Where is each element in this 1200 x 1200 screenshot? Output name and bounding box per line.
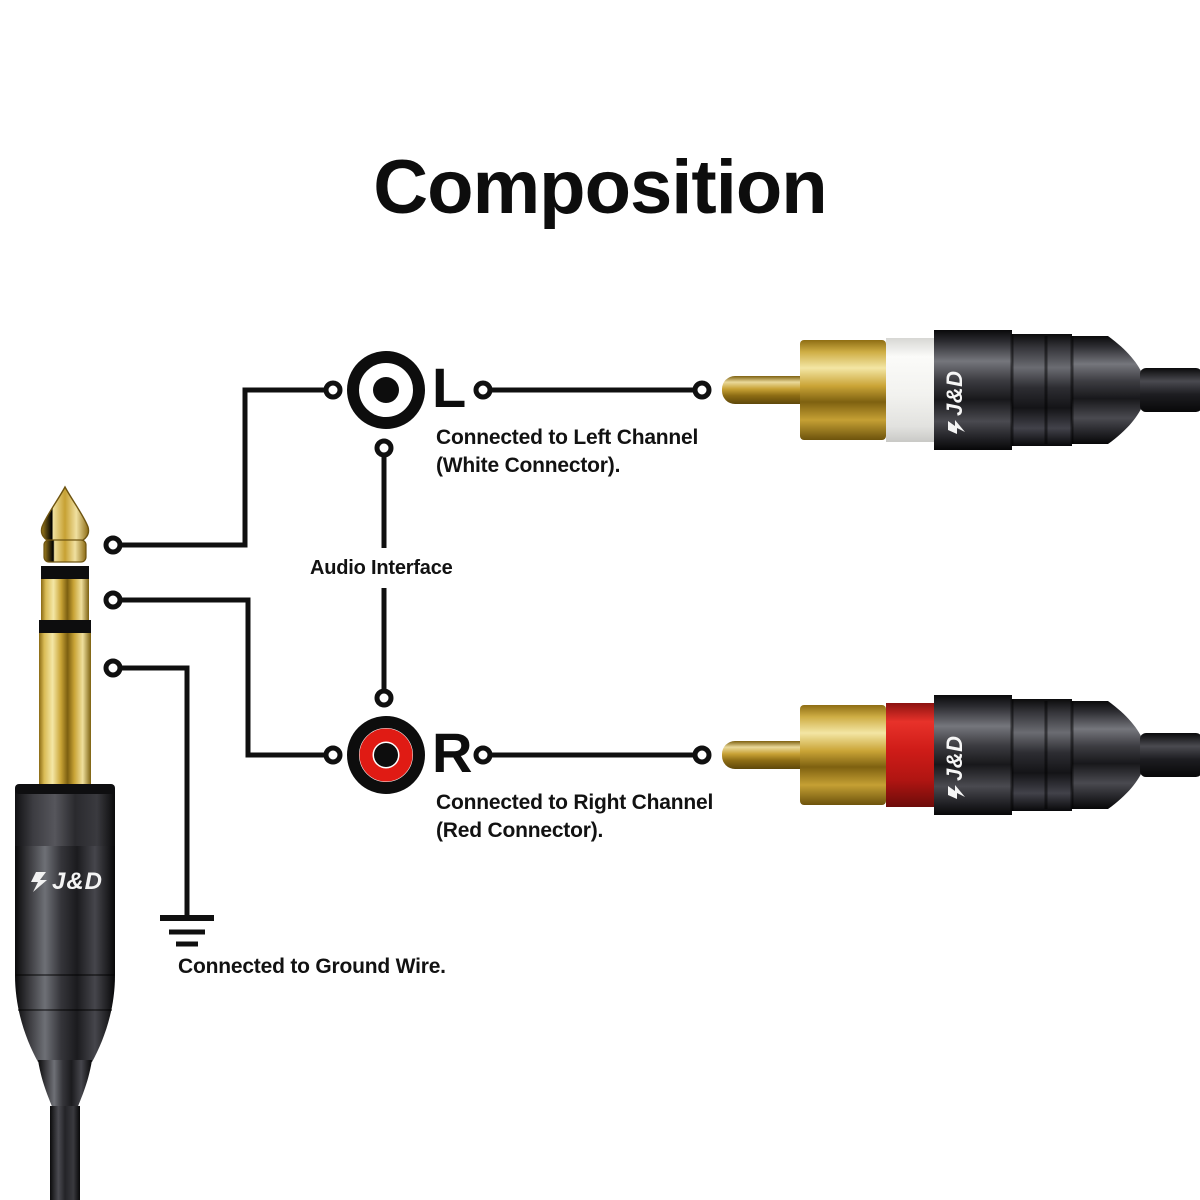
- rca-red-cable: [1140, 733, 1200, 777]
- rca-red-grip-mid: [1012, 699, 1072, 811]
- lightning-bolt-icon: [948, 420, 965, 434]
- rca-white-collar: [886, 338, 934, 442]
- plug-tip-cone: [40, 485, 90, 543]
- node-ring: [103, 590, 123, 610]
- rca-white-center-pin: [722, 376, 814, 404]
- right-jack-icon: [347, 716, 425, 794]
- left-channel-letter: L: [432, 356, 467, 419]
- node-sleeve: [103, 658, 123, 678]
- brand-logo-trs: J&D: [31, 868, 103, 895]
- rca-white-gold-barrel: [800, 340, 886, 440]
- wiring-lines: [113, 387, 702, 916]
- node-tip: [103, 535, 123, 555]
- rca-white-grip-rear: [1072, 336, 1146, 444]
- rca-white-grip-mid: [1012, 334, 1072, 446]
- ground-caption: Connected to Ground Wire.: [178, 955, 446, 978]
- node-audio-interface-top: [374, 438, 394, 458]
- rca-white-cable: [1140, 368, 1200, 412]
- brand-text-rca-white: J&D: [942, 370, 967, 416]
- rca-red-grip-front: [934, 695, 1012, 815]
- plug-insulator-2: [39, 620, 91, 633]
- plug-cable: [50, 1106, 80, 1200]
- ground-icon: [160, 915, 214, 947]
- left-channel-caption: Connected to Left Channel (White Connect…: [436, 426, 699, 477]
- rca-white-grip-front: [934, 330, 1012, 450]
- rca-connector-red: [722, 695, 1200, 815]
- plug-barrel-body: [15, 846, 115, 1062]
- lightning-bolt-icon: [31, 872, 47, 892]
- brand-logo-rca-white: J&D: [942, 370, 967, 434]
- rca-red-center-pin: [722, 741, 814, 769]
- plug-barrel-top: [15, 788, 115, 848]
- node-right-out: [473, 745, 493, 765]
- page-title: Composition: [373, 145, 827, 230]
- line-tip-to-left: [113, 387, 333, 548]
- plug-ring-contact: [41, 579, 89, 620]
- wiring-nodes: [103, 380, 712, 765]
- left-jack-icon: [347, 351, 425, 429]
- rca-red-collar: [886, 703, 934, 807]
- node-audio-interface-bottom: [374, 688, 394, 708]
- plug-sleeve-contact: [39, 633, 91, 788]
- node-rca-red-in: [692, 745, 712, 765]
- node-right-jack: [323, 745, 343, 765]
- node-left-jack: [323, 380, 343, 400]
- plug-tip-collar: [43, 539, 87, 563]
- plug-barrel-lip: [15, 784, 115, 794]
- trs-plug: [15, 485, 115, 1200]
- brand-text-rca-red: J&D: [942, 735, 967, 781]
- plug-strain-relief: [38, 1060, 92, 1112]
- right-channel-letter: R: [432, 721, 473, 784]
- plug-insulator-1: [41, 566, 89, 579]
- rca-red-grip-rear: [1072, 701, 1146, 809]
- lightning-bolt-icon: [948, 785, 965, 799]
- right-channel-caption: Connected to Right Channel (Red Connecto…: [436, 791, 714, 842]
- rca-red-gold-barrel: [800, 705, 886, 805]
- line-sleeve-to-ground: [113, 665, 190, 916]
- node-left-out: [473, 380, 493, 400]
- node-rca-white-in: [692, 380, 712, 400]
- rca-connector-white: [722, 330, 1200, 450]
- brand-text-trs: J&D: [52, 868, 103, 895]
- line-ring-to-right: [113, 597, 333, 758]
- audio-interface-label: Audio Interface: [310, 557, 453, 579]
- brand-logo-rca-red: J&D: [942, 735, 967, 799]
